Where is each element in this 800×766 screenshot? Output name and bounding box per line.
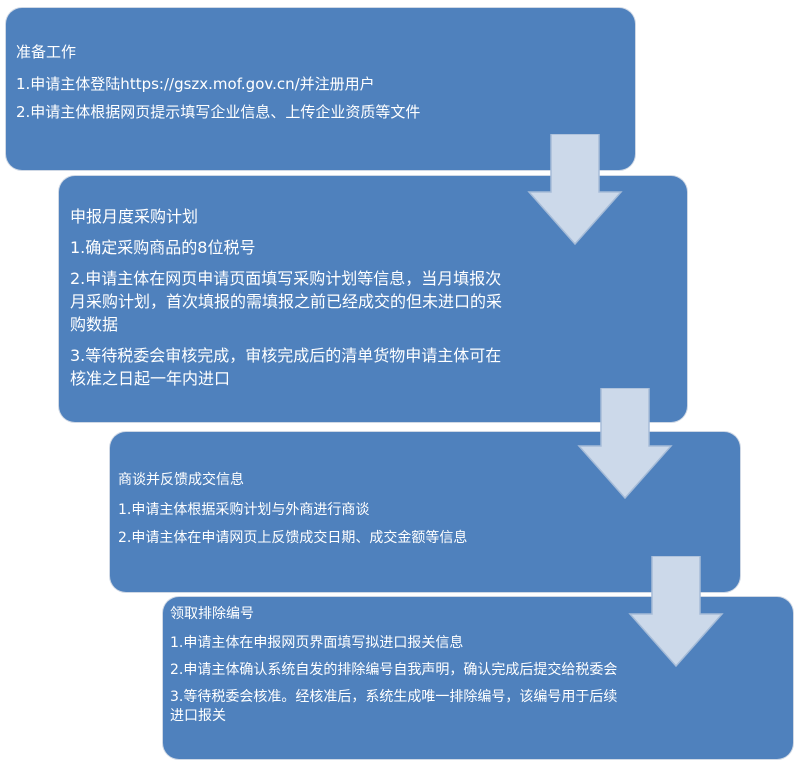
step-title: 商谈并反馈成交信息 [118,472,244,488]
step-item: 1.申请主体根据采购计划与外商进行商谈 [118,502,370,518]
arrow-shape [577,388,673,500]
step-item: 2.申请主体根据网页提示填写企业信息、上传企业资质等文件 [16,103,421,121]
step-title: 准备工作 [16,43,77,61]
down-arrow-icon [577,388,673,500]
step-item: 2.申请主体在申请网页上反馈成交日期、成交金额等信息 [118,530,468,546]
step-item: 2.申请主体在网页申请页面填写采购计划等信息，当月填报次月采购计划，首次填报的需… [70,269,503,334]
step-title: 申报月度采购计划 [70,207,199,226]
step-item: 1.申请主体在申报网页界面填写拟进口报关信息 [170,635,464,651]
step-item: 1.申请主体登陆https://gszx.mof.gov.cn/并注册用户 [16,75,375,93]
step-title: 领取排除编号 [170,606,254,622]
step-item: 1.确定采购商品的8位税号 [70,238,256,257]
arrow-shape [628,556,724,668]
step-box-prepare: 准备工作 1.申请主体登陆https://gszx.mof.gov.cn/并注册… [6,8,635,170]
step-item: 3.等待税委会核准。经核准后，系统生成唯一排除编号，该编号用于后续进口报关 [170,689,618,724]
down-arrow-icon [527,134,623,246]
step-item: 3.等待税委会审核完成，审核完成后的清单货物申请主体可在核准之日起一年内进口 [70,346,502,388]
step-item: 2.申请主体确认系统自发的排除编号自我声明，确认完成后提交给税委会 [170,662,618,678]
arrow-shape [527,134,623,246]
down-arrow-icon [628,556,724,668]
